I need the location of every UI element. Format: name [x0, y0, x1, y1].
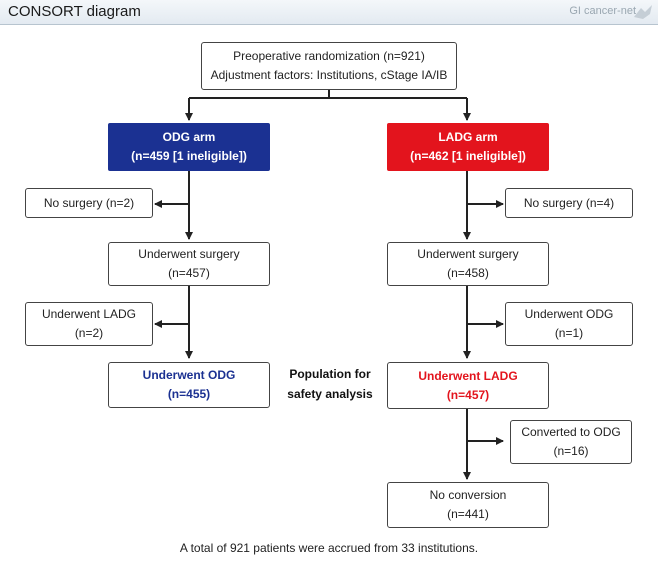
ladg-converted-count: (n=16)	[553, 444, 589, 458]
ladg-arm-count: (n=462 [1 ineligible])	[410, 149, 526, 163]
odg-crossover-count: (n=2)	[74, 326, 104, 340]
odg-no-surgery-box: No surgery (n=2)	[25, 188, 153, 218]
population-label-line2: safety analysis	[287, 387, 373, 401]
odg-underwent-surgery-count: (n=457)	[168, 266, 210, 280]
ladg-converted-label: Converted to ODG	[521, 425, 621, 439]
odg-final-count: (n=455)	[167, 387, 211, 401]
ladg-arm-box: LADG arm (n=462 [1 ineligible])	[387, 123, 549, 171]
odg-final-box: Underwent ODG (n=455)	[108, 362, 270, 408]
ladg-crossover-box: Underwent ODG (n=1)	[505, 302, 633, 346]
ladg-final-box: Underwent LADG (n=457)	[387, 362, 549, 409]
footnote: A total of 921 patients were accrued fro…	[179, 541, 479, 555]
adjustment-factors-text: Adjustment factors: Institutions, cStage…	[210, 68, 448, 82]
ladg-crossover-count: (n=1)	[554, 326, 584, 340]
odg-no-surgery-text: No surgery (n=2)	[43, 195, 135, 210]
ladg-underwent-surgery-count: (n=458)	[447, 266, 489, 280]
ladg-crossover-label: Underwent ODG	[524, 307, 614, 321]
brand-name: GI cancer-net	[569, 5, 636, 17]
odg-arm-title: ODG arm	[162, 130, 216, 144]
population-label: Population for safety analysis	[275, 364, 385, 404]
ladg-no-conversion-box: No conversion (n=441)	[387, 482, 549, 528]
odg-final-label: Underwent ODG	[142, 368, 236, 382]
randomization-box: Preoperative randomization (n=921) Adjus…	[201, 42, 457, 90]
odg-underwent-surgery-box: Underwent surgery (n=457)	[108, 242, 270, 286]
population-label-line1: Population for	[289, 367, 371, 381]
ladg-final-count: (n=457)	[446, 387, 490, 402]
odg-underwent-surgery-label: Underwent surgery	[138, 247, 240, 261]
odg-crossover-box: Underwent LADG (n=2)	[25, 302, 153, 346]
ladg-no-surgery-text: No surgery (n=4)	[523, 195, 615, 210]
ladg-underwent-surgery-label: Underwent surgery	[417, 247, 519, 261]
odg-crossover-label: Underwent LADG	[41, 307, 137, 321]
ladg-underwent-surgery-box: Underwent surgery (n=458)	[387, 242, 549, 286]
ladg-arm-title: LADG arm	[438, 130, 498, 144]
odg-arm-box: ODG arm (n=459 [1 ineligible])	[108, 123, 270, 171]
ladg-no-conversion-label: No conversion	[429, 488, 507, 502]
ladg-no-conversion-count: (n=441)	[447, 507, 489, 521]
randomization-text: Preoperative randomization (n=921)	[233, 49, 425, 63]
ladg-no-surgery-box: No surgery (n=4)	[505, 188, 633, 218]
ladg-converted-box: Converted to ODG (n=16)	[510, 420, 632, 464]
diagram-title: CONSORT diagram	[8, 3, 141, 20]
ladg-final-label: Underwent LADG	[418, 368, 518, 383]
odg-arm-count: (n=459 [1 ineligible])	[131, 149, 247, 163]
brand-logo-icon	[634, 5, 652, 19]
diagram-header: CONSORT diagram GI cancer-net	[0, 0, 658, 25]
